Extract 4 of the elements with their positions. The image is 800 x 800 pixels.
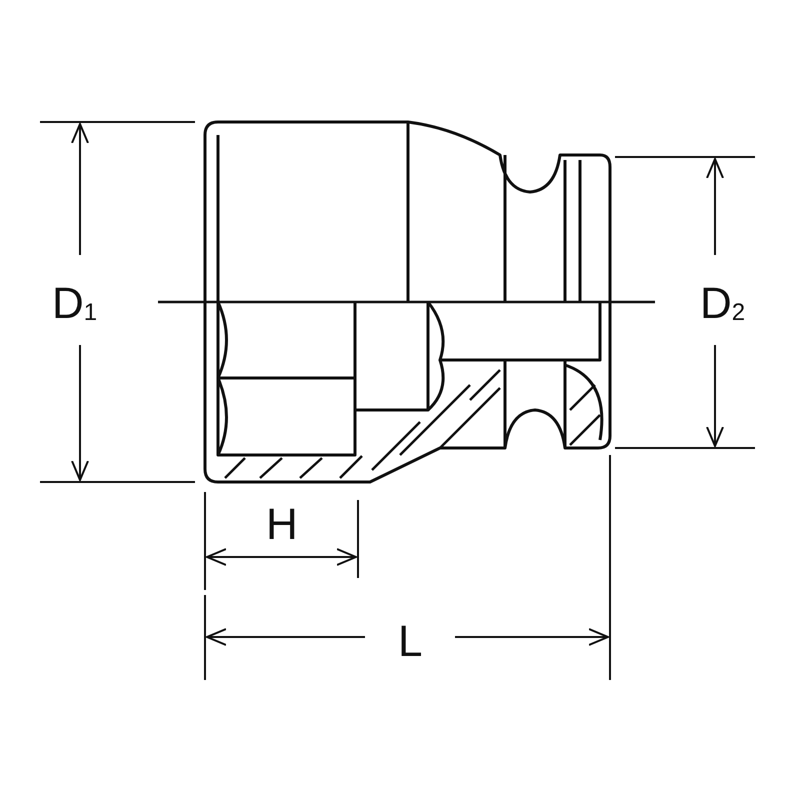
dimension-label: H xyxy=(266,503,298,547)
dimension-label: D$_{2}$ xyxy=(700,282,746,326)
dimension-label: D$_{1}$ xyxy=(52,282,98,326)
dimension-label: L xyxy=(398,620,422,664)
